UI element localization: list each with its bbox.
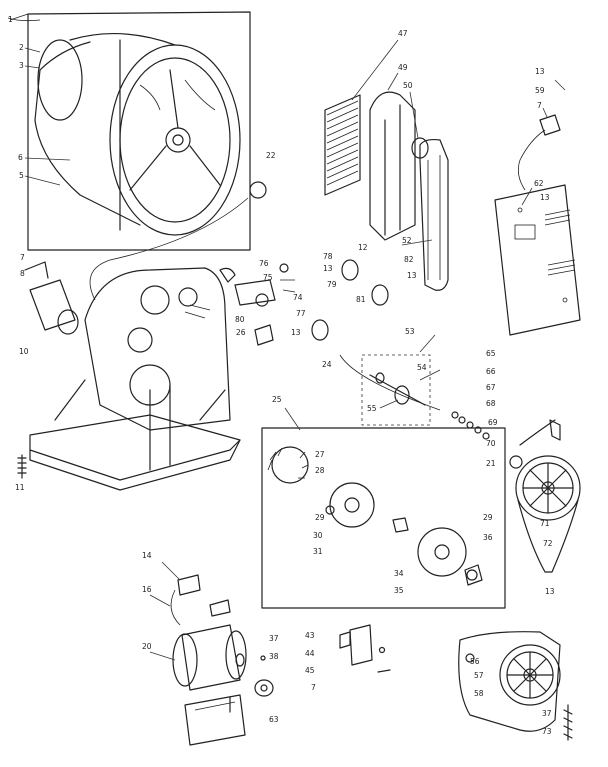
- drum-inset-panel: [9, 11, 251, 251]
- motor-pulley-parts: [229, 655, 274, 713]
- label-part-11: 11: [15, 483, 25, 492]
- label-part-76: 76: [259, 259, 269, 268]
- label-part-36: 36: [483, 533, 493, 542]
- label-part-68: 68: [486, 399, 496, 408]
- idler-pulley-part: [458, 631, 573, 741]
- label-part-62: 62: [534, 179, 544, 188]
- label-part-25: 25: [272, 395, 282, 404]
- drive-motor-part: [170, 589, 247, 746]
- label-part-7a: 7: [537, 101, 542, 110]
- label-part-70: 70: [486, 439, 496, 448]
- motor-clip-parts: [177, 574, 231, 617]
- label-part-43: 43: [305, 631, 315, 640]
- label-part-77: 77: [296, 309, 306, 318]
- label-part-67: 67: [486, 383, 496, 392]
- label-part-6: 6: [18, 153, 23, 162]
- drum-assembly: [34, 32, 241, 236]
- label-part-7b: 7: [20, 253, 25, 262]
- label-part-8: 8: [20, 269, 25, 278]
- thermostat-part: [517, 114, 561, 191]
- label-part-44: 44: [305, 649, 315, 658]
- label-part-13c: 13: [323, 264, 333, 273]
- leveling-screw-part: [17, 454, 27, 479]
- label-part-28: 28: [315, 466, 325, 475]
- label-part-71: 71: [540, 519, 550, 528]
- drive-pulley-part: [509, 419, 581, 573]
- blower-assembly-box: [261, 427, 506, 609]
- label-part-47: 47: [398, 29, 408, 38]
- label-part-74: 74: [293, 293, 303, 302]
- label-part-13f: 13: [545, 587, 555, 596]
- label-part-26: 26: [236, 328, 246, 337]
- label-part-14: 14: [142, 551, 152, 560]
- label-part-65: 65: [486, 349, 496, 358]
- label-part-81: 81: [356, 295, 366, 304]
- label-part-5: 5: [19, 171, 24, 180]
- label-part-55: 55: [367, 404, 377, 413]
- label-part-50: 50: [403, 81, 413, 90]
- exhaust-duct-part: [369, 91, 416, 241]
- label-part-53: 53: [405, 327, 415, 336]
- label-part-80: 80: [235, 315, 245, 324]
- label-part-52: 52: [402, 236, 412, 245]
- label-part-21: 21: [486, 459, 496, 468]
- label-part-37a: 37: [269, 634, 279, 643]
- bracket-cylinder-part: [24, 261, 79, 335]
- label-part-38: 38: [269, 652, 279, 661]
- label-part-1: 1: [8, 15, 13, 24]
- label-part-10: 10: [19, 347, 29, 356]
- label-part-45: 45: [305, 666, 315, 675]
- label-part-54: 54: [417, 363, 427, 372]
- washer-stack-parts: [339, 354, 490, 440]
- door-switch-parts: [339, 624, 391, 673]
- label-part-73: 73: [542, 727, 552, 736]
- label-part-59: 59: [535, 86, 545, 95]
- label-part-57: 57: [474, 671, 484, 680]
- wire-leader-1: [7, 17, 41, 22]
- lint-screen-part: [324, 94, 361, 196]
- label-part-37b: 37: [542, 709, 552, 718]
- drum-seal-part: [89, 181, 267, 301]
- label-part-29b: 29: [483, 513, 493, 522]
- label-part-66: 66: [486, 367, 496, 376]
- label-part-82: 82: [404, 255, 414, 264]
- label-part-34: 34: [394, 569, 404, 578]
- belt-strip-part: [419, 138, 449, 291]
- label-part-56: 56: [470, 657, 480, 666]
- label-part-72: 72: [543, 539, 553, 548]
- label-part-22: 22: [266, 151, 276, 160]
- label-part-69: 69: [488, 418, 498, 427]
- label-part-12: 12: [358, 243, 368, 252]
- leader-lines: [24, 39, 566, 661]
- label-part-13b: 13: [540, 193, 550, 202]
- label-part-49: 49: [398, 63, 408, 72]
- shaft-assembly-box: [361, 354, 431, 426]
- label-part-78: 78: [323, 252, 333, 261]
- label-part-2: 2: [19, 43, 24, 52]
- label-part-30: 30: [313, 531, 323, 540]
- rear-panel-part: [494, 184, 581, 336]
- label-part-13a: 13: [535, 67, 545, 76]
- label-part-16: 16: [142, 585, 152, 594]
- label-part-13d: 13: [407, 271, 417, 280]
- label-part-7c: 7: [311, 683, 316, 692]
- label-part-27: 27: [315, 450, 325, 459]
- label-part-35: 35: [394, 586, 404, 595]
- label-part-3: 3: [19, 61, 24, 70]
- label-part-13e: 13: [291, 328, 301, 337]
- label-part-20: 20: [142, 642, 152, 651]
- label-part-63: 63: [269, 715, 279, 724]
- label-part-29a: 29: [315, 513, 325, 522]
- label-part-79: 79: [327, 280, 337, 289]
- part-number-labels: 1 2 3 6 5 22 47 49 50 13 59 7 62 13 52 1…: [8, 15, 555, 736]
- label-part-75: 75: [263, 273, 273, 282]
- label-part-31: 31: [313, 547, 323, 556]
- label-part-58: 58: [474, 689, 484, 698]
- idler-parts-cluster: [184, 259, 389, 346]
- label-part-24: 24: [322, 360, 332, 369]
- main-frame-part: [29, 267, 241, 491]
